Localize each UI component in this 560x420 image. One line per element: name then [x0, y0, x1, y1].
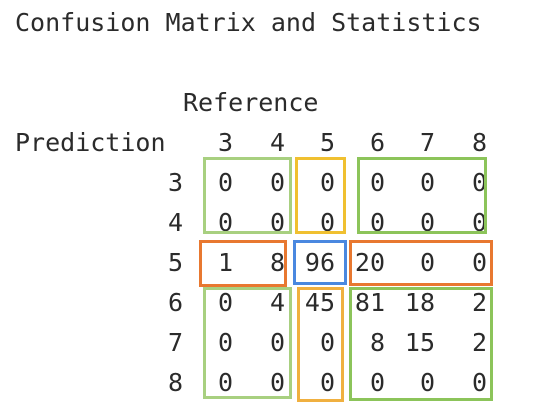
highlight-box-top-center	[295, 157, 346, 234]
matrix-title: Confusion Matrix and Statistics	[15, 8, 482, 37]
row-header: 6	[167, 288, 183, 317]
column-header: 4	[269, 128, 285, 157]
matrix-cell: 0	[419, 368, 435, 397]
matrix-cell: 0	[419, 208, 435, 237]
highlight-box-top-right	[357, 157, 487, 234]
matrix-cell: 96	[304, 248, 335, 277]
row-header: 4	[167, 208, 183, 237]
row-header: 8	[167, 368, 183, 397]
highlight-box-bottom-left	[203, 287, 292, 399]
matrix-cell: 0	[369, 368, 385, 397]
prediction-label: Prediction	[15, 128, 166, 157]
matrix-cell: 0	[269, 168, 285, 197]
matrix-cell: 0	[269, 368, 285, 397]
matrix-cell: 15	[404, 328, 435, 357]
matrix-cell: 4	[269, 288, 285, 317]
matrix-cell: 0	[369, 208, 385, 237]
matrix-cell: 0	[471, 208, 487, 237]
reference-label: Reference	[183, 88, 319, 117]
highlight-box-diagonal	[293, 240, 347, 285]
matrix-cell: 0	[369, 168, 385, 197]
matrix-cell: 0	[319, 208, 335, 237]
matrix-cell: 0	[419, 168, 435, 197]
matrix-cell: 18	[404, 288, 435, 317]
matrix-cell: 45	[304, 288, 335, 317]
column-header: 8	[471, 128, 487, 157]
matrix-cell: 0	[217, 368, 233, 397]
matrix-cell: 81	[354, 288, 385, 317]
highlight-box-middle-right	[349, 240, 493, 286]
column-header: 5	[319, 128, 335, 157]
matrix-cell: 0	[269, 208, 285, 237]
matrix-cell: 0	[319, 368, 335, 397]
matrix-cell: 0	[217, 328, 233, 357]
matrix-cell: 2	[471, 288, 487, 317]
matrix-cell: 0	[217, 168, 233, 197]
highlight-box-bottom-right	[349, 287, 493, 401]
matrix-cell: 0	[217, 288, 233, 317]
matrix-cell: 1	[217, 248, 233, 277]
matrix-cell: 0	[419, 248, 435, 277]
row-header: 5	[167, 248, 183, 277]
matrix-cell: 2	[471, 328, 487, 357]
column-header: 6	[369, 128, 385, 157]
highlight-box-middle-left	[199, 240, 287, 287]
matrix-cell: 8	[269, 248, 285, 277]
matrix-cell: 0	[319, 328, 335, 357]
matrix-cell: 20	[354, 248, 385, 277]
highlight-box-bottom-center	[297, 287, 344, 402]
row-header: 3	[167, 168, 183, 197]
matrix-cell: 0	[269, 328, 285, 357]
matrix-cell: 0	[471, 368, 487, 397]
column-header: 7	[419, 128, 435, 157]
highlight-box-top-left	[203, 157, 292, 234]
matrix-cell: 0	[217, 208, 233, 237]
matrix-cell: 0	[319, 168, 335, 197]
matrix-cell: 8	[369, 328, 385, 357]
matrix-cell: 0	[471, 248, 487, 277]
matrix-cell: 0	[471, 168, 487, 197]
column-header: 3	[217, 128, 233, 157]
row-header: 7	[167, 328, 183, 357]
